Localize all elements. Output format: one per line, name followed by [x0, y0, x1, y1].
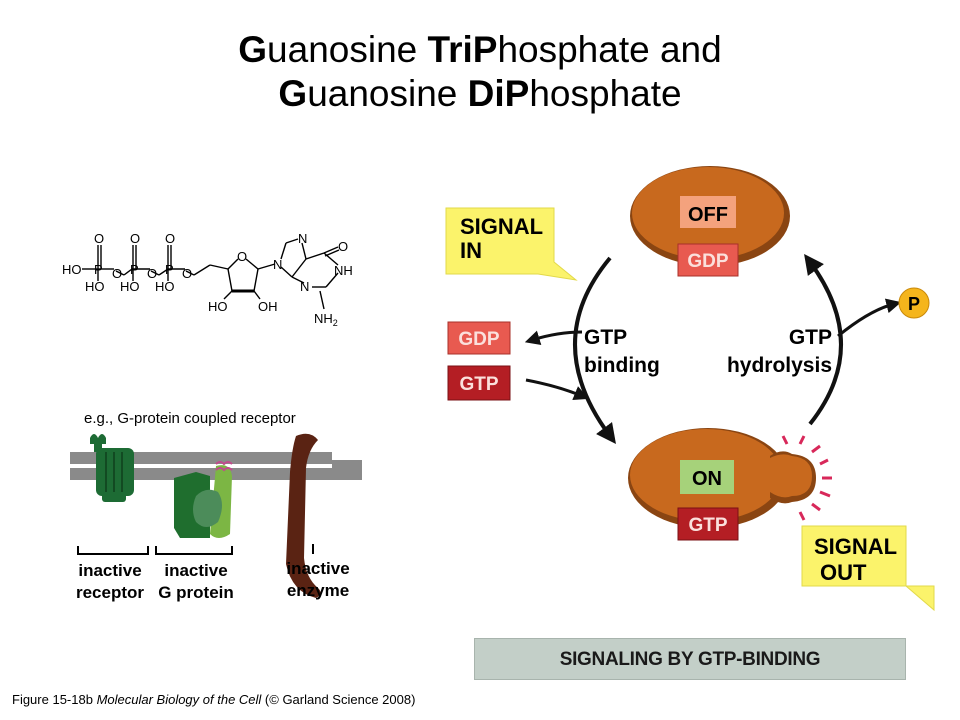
gtp-in-arrow: [525, 378, 589, 401]
phosphate-circle: [898, 287, 930, 319]
signal-in-box: SIGNAL IN: [445, 207, 578, 281]
gtp-cycle-diagram: SIGNAL IN OFF GDP P GDP GTP GTP binding …: [445, 166, 935, 612]
signal-out-label-1: SIGNAL: [814, 534, 897, 559]
atom-p: P: [130, 262, 139, 277]
off-label: OFF: [688, 204, 728, 226]
title-run: uanosine: [267, 29, 428, 70]
gprotein-label-2: G protein: [158, 583, 234, 602]
title-run: P: [472, 29, 498, 70]
title-run: hosphate and: [497, 29, 722, 70]
receptor-label-1: inactive: [78, 561, 141, 580]
binding-label-1: GTP: [584, 326, 627, 349]
enzyme-label-2: enzyme: [287, 581, 349, 600]
gpcr-label: e.g., G-protein coupled receptor: [84, 410, 296, 427]
atom-o: O: [165, 231, 175, 246]
on-protein: ON GTP: [628, 428, 816, 541]
atom-nh: NH: [334, 263, 353, 278]
atom-p: P: [94, 262, 103, 277]
activation-rays: [781, 435, 832, 521]
title-run: hosphate: [529, 73, 682, 114]
hydrolysis-arc: [804, 253, 843, 426]
atom-ho: HO: [85, 279, 105, 294]
on-label: ON: [692, 468, 722, 490]
gtp-box-left: [447, 365, 511, 401]
hydrolysis-label-1: GTP: [789, 326, 832, 349]
atom-ho: HO: [62, 262, 82, 277]
figure-caption: Figure 15-18b Molecular Biology of the C…: [12, 692, 415, 707]
atom-n: N: [298, 231, 307, 246]
banner: SIGNALING BY GTP-BINDING: [474, 638, 906, 680]
atom-o: O: [182, 266, 192, 281]
enzyme-label-1: inactive: [286, 559, 349, 578]
phosphate-label: P: [908, 294, 920, 314]
gprotein-label-1: inactive: [164, 561, 227, 580]
atom-n: N: [273, 257, 282, 272]
atom-o: O: [112, 266, 122, 281]
signal-in-label-1: SIGNAL: [460, 214, 543, 239]
title-run: uanosine: [307, 73, 468, 114]
receptor-shape: [90, 434, 134, 502]
membrane-upper: [70, 452, 332, 464]
atom-o: O: [130, 231, 140, 246]
gtp-label-left: GTP: [459, 374, 498, 395]
binding-label-2: binding: [584, 354, 660, 377]
g-protein-shape: [174, 461, 233, 538]
title-line-1: Guanosine TriPhosphate and: [0, 28, 960, 72]
title-run: P: [504, 73, 530, 114]
membrane-upper-end: [332, 460, 362, 468]
gtp-box-bottom: [677, 507, 739, 541]
membrane-diagram: inactive receptor inactive G protein ina…: [70, 433, 362, 602]
caption-book: Molecular Biology of the Cell: [96, 692, 262, 707]
off-box: [680, 196, 736, 228]
title-run: G: [278, 73, 308, 114]
gtp-structure: HO O P HO O O P HO O O P HO O O HO OH N …: [62, 231, 353, 328]
gdp-box-left: [447, 321, 511, 355]
title-run: G: [238, 29, 268, 70]
atom-ho: HO: [208, 299, 228, 314]
receptor-label-2: receptor: [76, 583, 144, 602]
on-box: [680, 460, 734, 494]
gdp-box-top: [677, 243, 739, 277]
signal-in-label-2: IN: [460, 238, 482, 263]
atom-o: O: [94, 231, 104, 246]
atom-p: P: [165, 262, 174, 277]
atom-o: O: [237, 249, 247, 264]
title-run: Di: [467, 73, 505, 114]
phosphate-out-arrow: [837, 298, 902, 338]
caption-prefix: Figure 15-18b: [12, 692, 97, 707]
atom-nh2: NH2: [314, 311, 338, 328]
atom-o: O: [338, 239, 348, 254]
title-run: Tri: [427, 29, 473, 70]
gdp-label-top: GDP: [687, 251, 729, 272]
atom-oh: OH: [258, 299, 278, 314]
gtp-label-bottom: GTP: [688, 515, 727, 536]
off-protein: OFF GDP: [630, 166, 790, 277]
enzyme-shape: [286, 433, 321, 598]
gdp-out-arrow: [524, 330, 583, 345]
banner-label: SIGNALING BY GTP-BINDING: [559, 649, 821, 670]
atom-o: O: [147, 266, 157, 281]
atom-ho: HO: [120, 279, 140, 294]
hydrolysis-label-2: hydrolysis: [727, 354, 832, 377]
slide-title: Guanosine TriPhosphate and Guanosine DiP…: [0, 28, 960, 116]
signal-out-box: SIGNAL OUT: [801, 525, 935, 612]
caption-suffix: (© Garland Science 2008): [261, 692, 416, 707]
atom-ho: HO: [155, 279, 175, 294]
title-line-2: Guanosine DiPhosphate: [0, 72, 960, 116]
signal-out-label-2: OUT: [820, 560, 867, 585]
gdp-label-left: GDP: [458, 329, 500, 350]
atom-n: N: [300, 279, 309, 294]
binding-arc: [573, 256, 616, 445]
